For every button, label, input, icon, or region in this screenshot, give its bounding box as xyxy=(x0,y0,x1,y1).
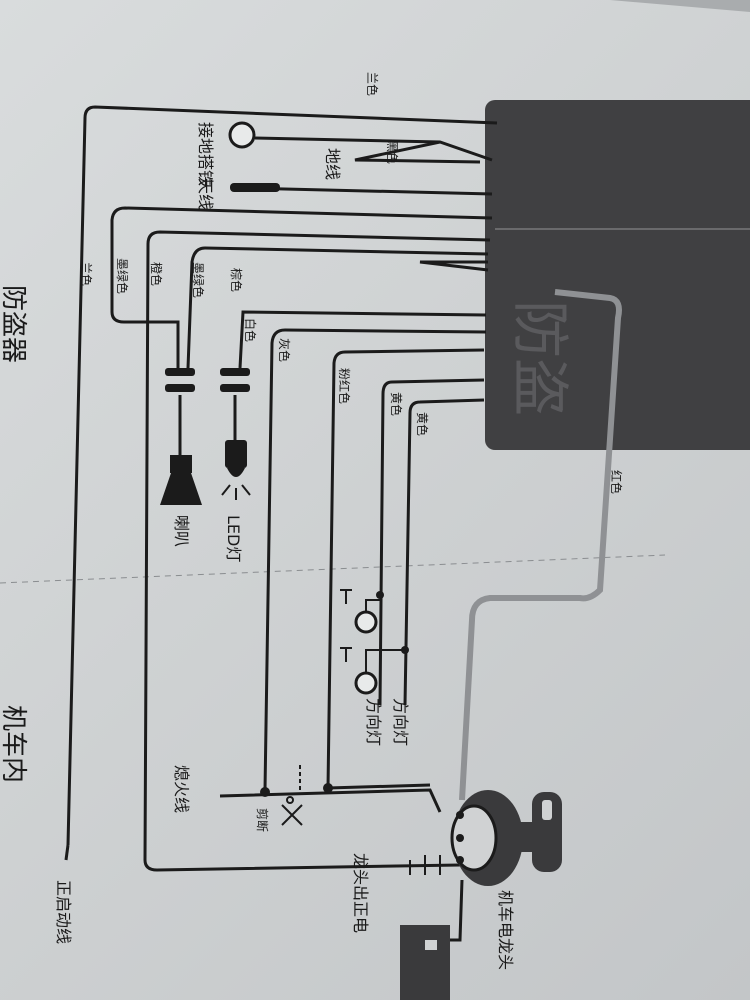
wire-label-dark-green: 墨绿色 xyxy=(115,258,130,294)
wire-label-brown: 棕色 xyxy=(229,268,244,292)
antenna-label: 天线 xyxy=(196,178,215,210)
wire-red xyxy=(459,289,622,801)
inside-vehicle-label: 机车内 xyxy=(0,705,28,783)
wire-white xyxy=(238,310,487,369)
ground-strap-label: 接地搭铁 xyxy=(196,122,215,186)
wire-label-gray: 灰色 xyxy=(277,338,291,362)
turn-signal-label-1: 方向灯 xyxy=(391,698,410,746)
battery-terminal-icon xyxy=(425,940,437,950)
junction-dot xyxy=(323,783,333,793)
switch-leads xyxy=(409,855,441,875)
wire-label-black: 黑色 xyxy=(385,140,399,164)
turn-signal-label-2: 方向灯 xyxy=(364,698,383,746)
bulb-icon xyxy=(354,671,378,695)
start-wire-label: 正启动线 xyxy=(54,880,73,944)
ignition-switch-label: 机车电龙头 xyxy=(496,890,515,970)
wire-label-blue: 兰色 xyxy=(79,262,93,286)
ground-ring-icon xyxy=(228,121,256,149)
wire-label-top-blue: 兰色 xyxy=(365,72,379,96)
wire-dark-green xyxy=(110,206,493,368)
wire-gray xyxy=(263,328,487,791)
wire-yellow-2 xyxy=(403,398,485,706)
wire-brown-2 xyxy=(419,260,489,272)
wire-pink xyxy=(326,348,485,789)
wire-ground-ground xyxy=(354,140,481,164)
wire-label-red: 红色 xyxy=(609,470,624,494)
junction-dot xyxy=(260,787,270,797)
title: 防盗器 xyxy=(0,285,28,363)
wire-label-pink: 粉红色 xyxy=(337,368,352,404)
led-icon xyxy=(221,440,251,500)
wire-label-orange: 橙色 xyxy=(149,262,164,286)
wire-yellow-1 xyxy=(378,378,485,706)
turn-signal-lamps xyxy=(340,589,409,695)
svg-text:防盗: 防盗 xyxy=(506,300,574,416)
antenna-icon xyxy=(230,183,280,192)
connector-icon xyxy=(165,368,195,376)
battery-icon xyxy=(400,925,450,1000)
faucet-power-label: 龙头出正电 xyxy=(351,853,370,933)
page-edge xyxy=(610,0,750,12)
wire-orange xyxy=(143,230,491,872)
cut-label: 剪断 xyxy=(255,808,270,832)
scissors-icon xyxy=(281,796,303,826)
bulb-icon xyxy=(354,610,378,634)
wire-antenna xyxy=(244,186,493,196)
wire-label-dark-green-2: 墨绿色 xyxy=(191,262,206,298)
ground-wire-label: 地线 xyxy=(323,148,342,180)
wire-start-end xyxy=(64,844,70,861)
alarm-control-box: 防盗 xyxy=(485,100,750,450)
connectors xyxy=(165,368,250,392)
ignition-wire-label: 熄火线 xyxy=(172,765,191,813)
horn-icon xyxy=(160,455,202,505)
wire-blue-top xyxy=(66,105,498,846)
horn-label: 喇叭 xyxy=(172,515,191,547)
wire-pink-join xyxy=(327,783,431,790)
wire-ignition xyxy=(219,788,442,813)
wire-label-yellow-1: 黄色 xyxy=(389,392,403,416)
led-label: LED灯 xyxy=(224,515,243,562)
connector-icon xyxy=(220,368,250,376)
wire-brown xyxy=(186,246,489,369)
wires xyxy=(66,105,498,872)
wire-label-yellow-2: 黄色 xyxy=(415,412,429,436)
ignition-switch-icon xyxy=(450,790,562,886)
connector-icon xyxy=(220,384,250,392)
wire-label-white: 白色 xyxy=(243,318,258,342)
connector-icon xyxy=(165,384,195,392)
